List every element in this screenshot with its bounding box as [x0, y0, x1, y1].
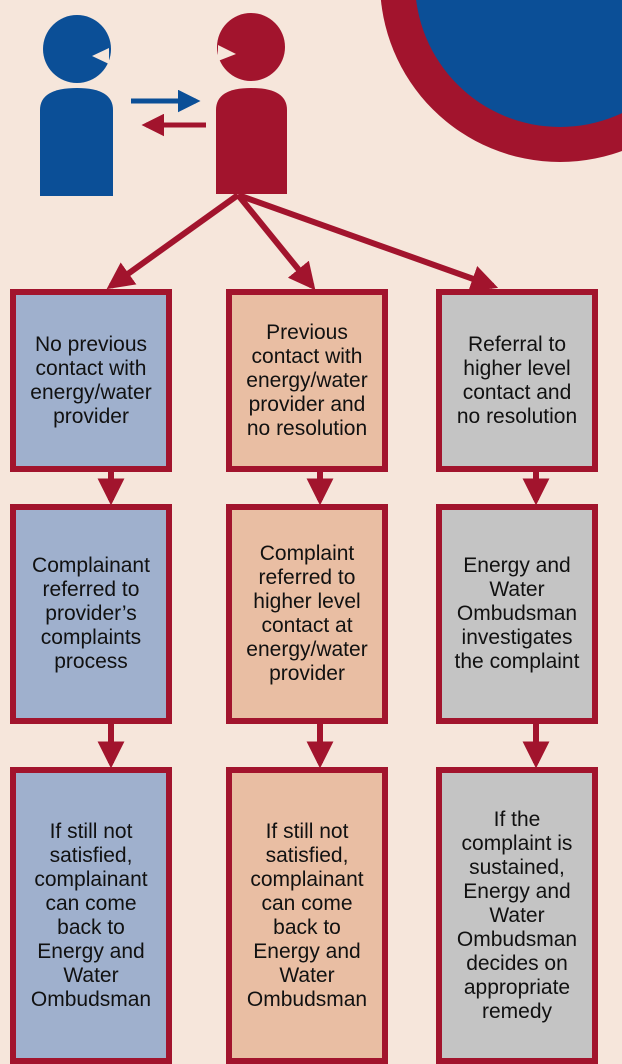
step-box-col3-2: Energy and Water Ombudsman investigates … [436, 504, 598, 724]
step-box-col3-3: If the complaint is sustained, Energy an… [436, 767, 598, 1064]
step-box-col1-1: No previous contact with energy/water pr… [10, 289, 172, 472]
step-box-col1-2: Complainant referred to provider’s compl… [10, 504, 172, 724]
step-box-col2-1: Previous contact with energy/water provi… [226, 289, 388, 472]
person-icon-right [216, 13, 287, 194]
step-box-col1-3: If still not satisfied, complainant can … [10, 767, 172, 1064]
column-connectors [97, 472, 550, 769]
step-box-col3-1: Referral to higher level contact and no … [436, 289, 598, 472]
step-box-col2-3: If still not satisfied, complainant can … [226, 767, 388, 1064]
exchange-arrows-icon [131, 89, 206, 137]
step-box-col2-2: Complaint referred to higher level conta… [226, 504, 388, 724]
person-icon-left [40, 15, 113, 196]
decorative-ring [380, 0, 622, 162]
branch-arrows [106, 192, 499, 292]
